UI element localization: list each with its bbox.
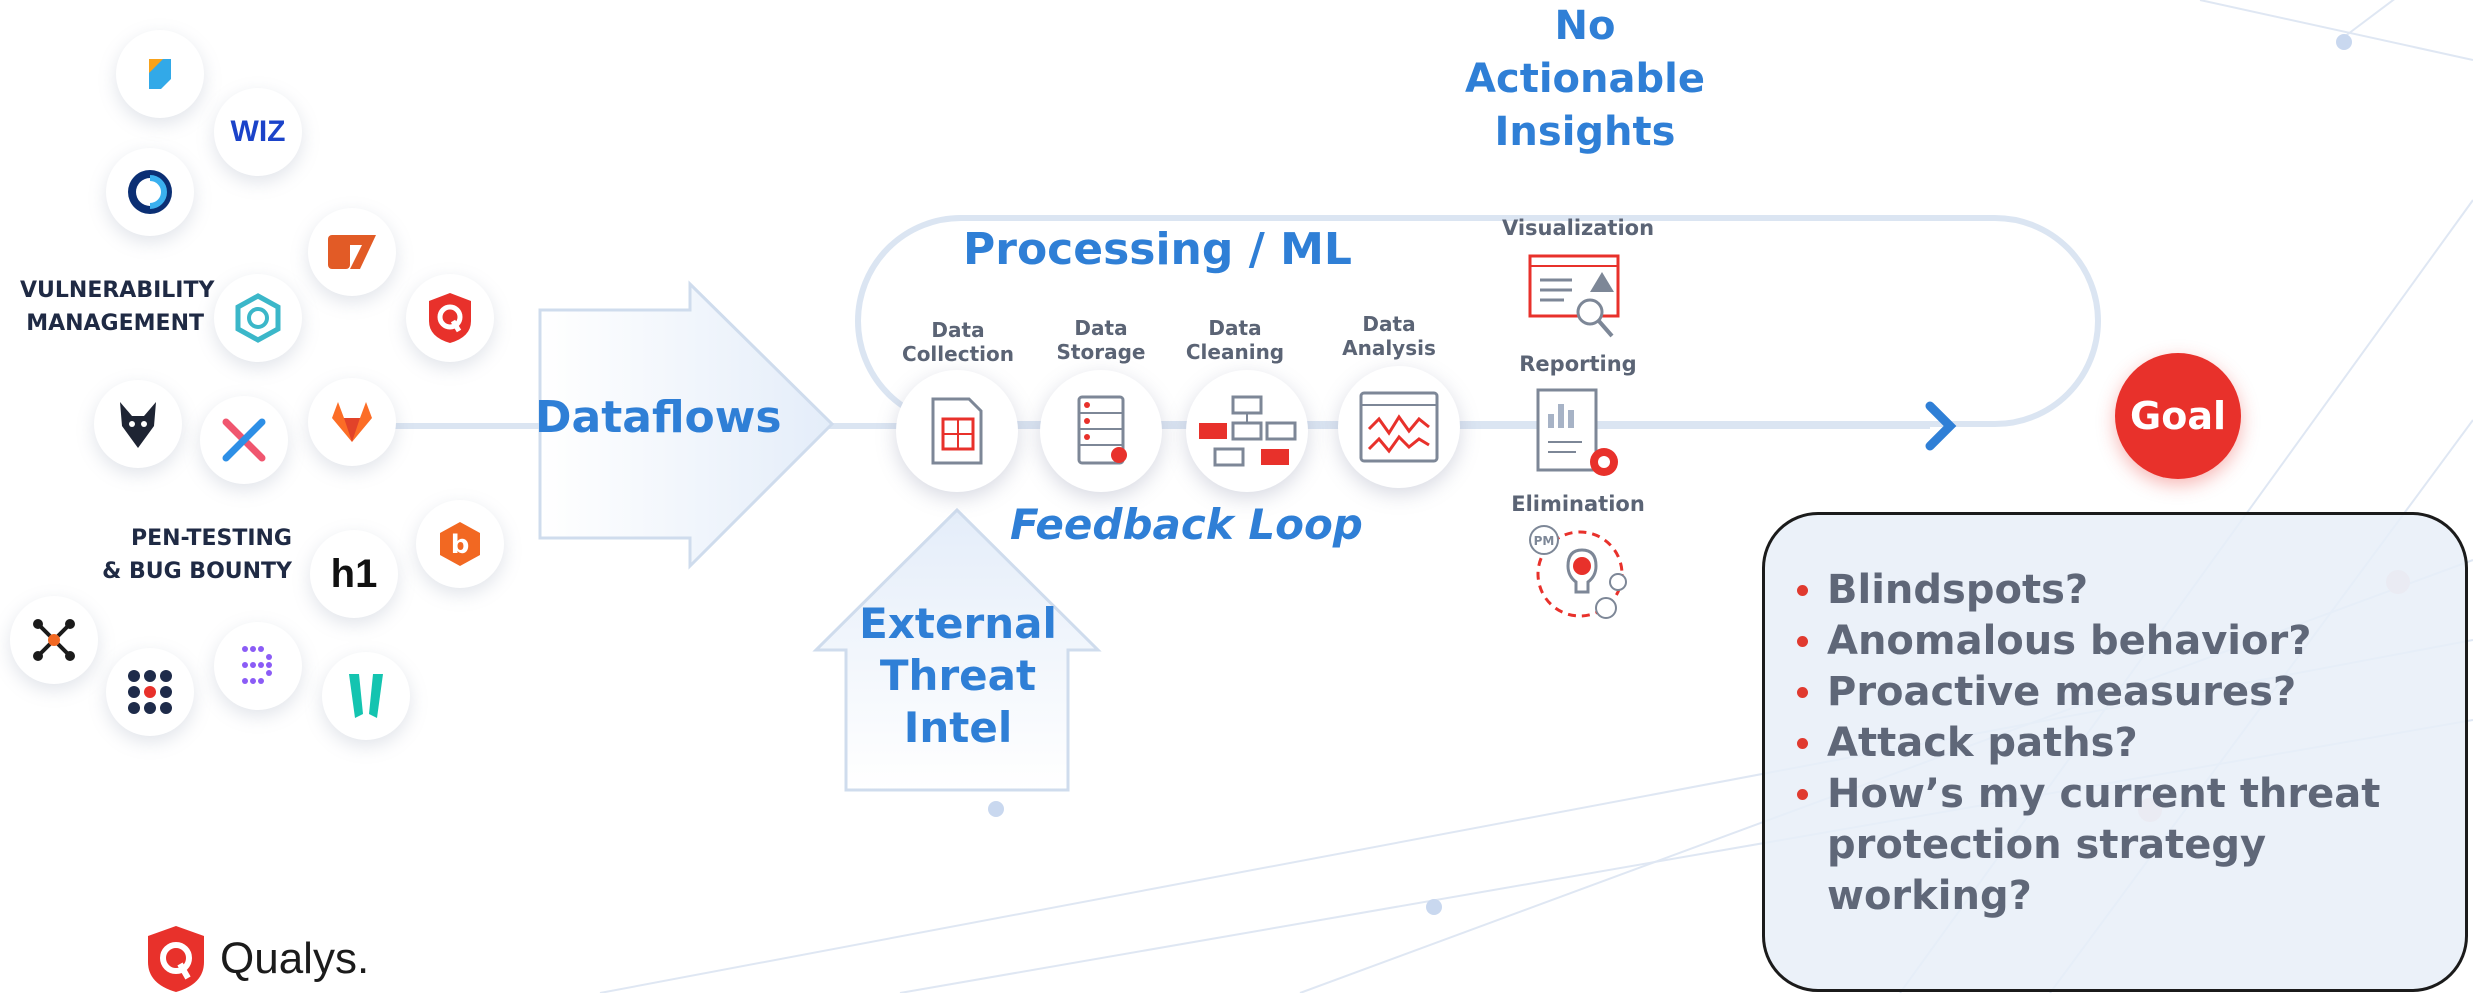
qualys-vendor-logo: [406, 274, 494, 362]
pm-badge-text: PM: [1534, 534, 1555, 548]
dataflows-label: Dataflows: [535, 392, 782, 443]
calculator-document-icon: [931, 397, 983, 465]
hexagon-logo-icon: [235, 293, 281, 343]
stage-label-data-analysis: Data Analysis: [1342, 312, 1436, 360]
vendor-logo-1: [116, 30, 204, 118]
question-threat-strategy: How’s my current threat protection strat…: [1797, 769, 2465, 922]
fox-logo-icon: [332, 402, 372, 442]
elimination-bulb-icon: PM: [1529, 525, 1627, 619]
question-blindspots: Blindspots?: [1797, 565, 2465, 616]
elimination-label: Elimination: [1511, 492, 1645, 516]
vendor-logo-shield-teal: [322, 652, 410, 740]
qualys-wordmark: Qualys.: [220, 934, 370, 983]
no-actionable-insights-label: No Actionable Insights: [1465, 3, 1705, 155]
qualys-shield-icon: [429, 293, 471, 343]
bugcrowd-logo-icon: b: [440, 522, 480, 566]
vendor-logo-hex: [214, 274, 302, 362]
pen-testing-label: PEN-TESTING & BUG BOUNTY: [102, 526, 292, 584]
qualys-brand: Qualys.: [144, 924, 369, 994]
cross-logo-icon: [222, 418, 266, 462]
reporting-label: Reporting: [1519, 352, 1637, 376]
question-proactive-measures: Proactive measures?: [1797, 667, 2465, 718]
bugcrowd-logo: b: [416, 500, 504, 588]
visualization-label: Visualization: [1501, 216, 1655, 240]
vendor-logo-7: [308, 208, 396, 296]
stage-data-cleaning: [1186, 370, 1308, 492]
stage-label-data-cleaning: Data Cleaning: [1185, 316, 1285, 364]
vendor-logo-ring: [106, 148, 194, 236]
server-rack-icon: [1077, 395, 1127, 465]
stage-label-data-storage: Data Storage: [1056, 316, 1146, 364]
teal-shield-logo-icon: [349, 674, 383, 718]
report-document-icon: [1536, 388, 1618, 476]
rapid7-logo-icon: [328, 235, 376, 269]
vulnerability-management-label: VULNERABILITY MANAGEMENT: [20, 278, 215, 336]
wiz-logo: WIZ: [214, 88, 302, 176]
visualization-icon: [1528, 254, 1620, 338]
stage-data-analysis: [1338, 366, 1460, 488]
ring-logo-icon: [128, 170, 172, 214]
dot-grid-logo-icon: [128, 670, 172, 714]
cube-logo-icon: [149, 59, 171, 89]
bugcrowd-letter: b: [451, 530, 470, 560]
processing-ml-title: Processing / ML: [963, 224, 1352, 275]
vendor-logo-dots: [106, 648, 194, 736]
questions-list: Blindspots? Anomalous behavior? Proactiv…: [1765, 515, 2465, 922]
hackerone-logo: h1: [310, 530, 398, 618]
vendor-logo-x: [200, 396, 288, 484]
goal-badge: Goal: [2115, 353, 2241, 479]
gitlab-logo: [308, 378, 396, 466]
dog-head-logo-icon: [120, 402, 156, 448]
vendor-logo-dobermann: [94, 380, 182, 468]
feedback-loop-label: Feedback Loop: [1010, 500, 1363, 549]
line-chart-window-icon: [1359, 391, 1439, 463]
flow-blocks-icon: [1199, 395, 1297, 467]
questions-box: Blindspots? Anomalous behavior? Proactiv…: [1762, 512, 2468, 992]
stage-data-storage: [1040, 370, 1162, 492]
purple-dots-logo-icon: [242, 646, 272, 684]
question-attack-paths: Attack paths?: [1797, 718, 2465, 769]
stage-label-data-collection: Data Collection: [902, 318, 1014, 366]
question-anomalous-behavior: Anomalous behavior?: [1797, 616, 2465, 667]
external-threat-intel-label: External Threat Intel: [859, 599, 1057, 752]
nodes-logo-icon: [33, 619, 75, 661]
stage-data-collection: [896, 370, 1018, 492]
vendor-logo-purple: [214, 622, 302, 710]
qualys-brand-shield-icon: [148, 926, 204, 992]
vendor-logo-nodes: [10, 596, 98, 684]
